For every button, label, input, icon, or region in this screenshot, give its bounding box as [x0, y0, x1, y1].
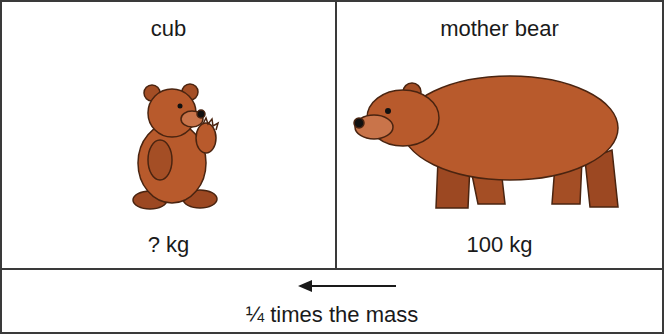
box-text: ¼ times the mass: [246, 302, 418, 328]
box-heading: mother bear: [440, 16, 559, 42]
mother-bear-box: mother bear 100 kg: [335, 0, 664, 270]
cub-box: cub ? kg: [0, 0, 337, 270]
cub-figure: [133, 84, 218, 209]
box-heading: cub: [151, 16, 186, 42]
direction-arrow: [298, 280, 396, 292]
box-text: ? kg: [148, 232, 190, 258]
box-text: 100 kg: [466, 232, 532, 258]
mother-bear-figure: [354, 76, 618, 208]
relation-band: ¼ times the mass: [0, 268, 664, 334]
